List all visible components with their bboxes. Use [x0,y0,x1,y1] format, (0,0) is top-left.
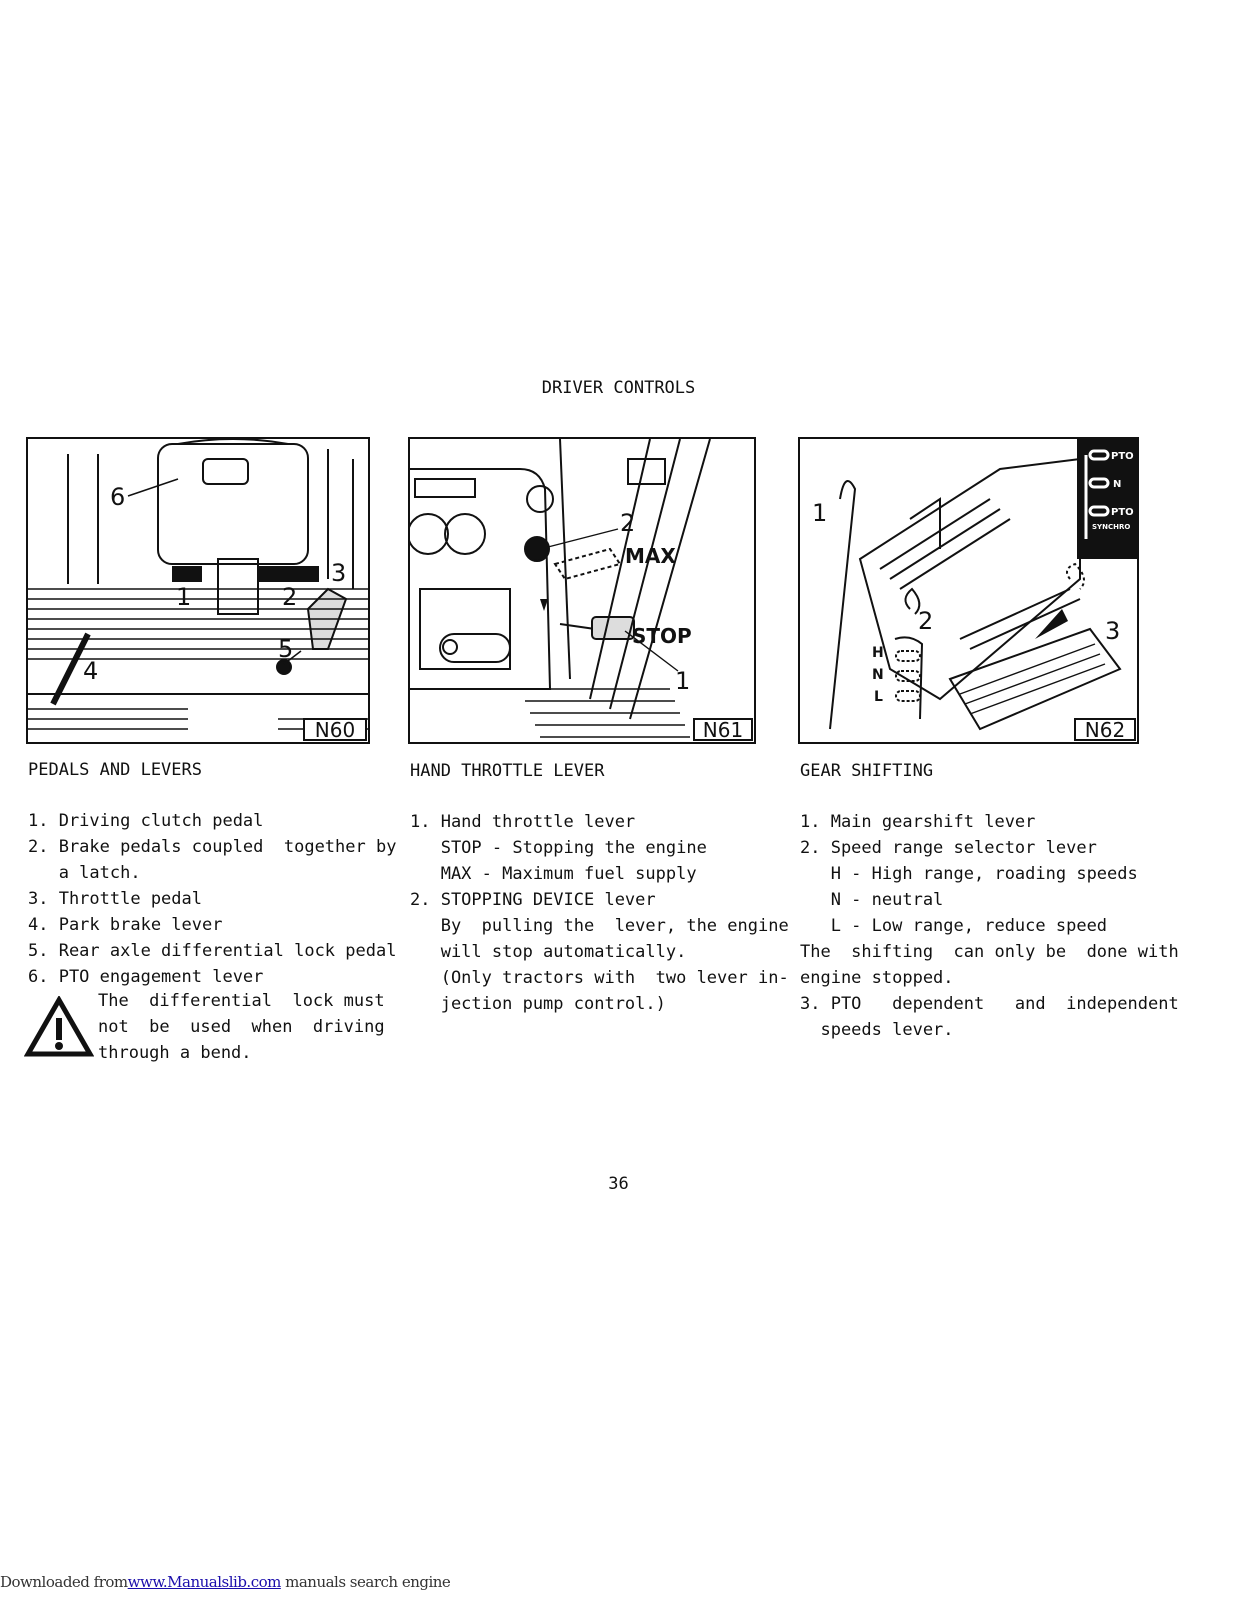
warning-line: through a bend. [98,1043,252,1063]
list-item: 2. STOPPING DEVICE lever [410,890,656,910]
warning-line: The differential lock must [98,991,385,1011]
callout-2: 2 [918,607,933,635]
list-gear-shifting: 1. Main gearshift lever 2. Speed range s… [800,809,1179,1043]
list-item: L - Low range, reduce speed [800,916,1108,936]
list-hand-throttle-lever: 1. Hand throttle lever STOP - Stopping t… [410,809,789,1017]
warning-text: The differential lock must not be used w… [98,988,385,1066]
list-item: 1. Main gearshift lever [800,812,1036,832]
n-label: N [872,667,884,683]
list-item: jection pump control.) [410,994,666,1014]
max-label: MAX [625,544,676,568]
list-item: 5. Rear axle differential lock pedal [28,941,397,961]
callout-6: 6 [110,483,125,511]
footer-prefix: Downloaded from [0,1573,128,1591]
callout-4: 4 [83,657,98,685]
list-item: 2. Speed range selector lever [800,838,1097,858]
list-item: N - neutral [800,890,944,910]
figure-gear-shifting: PTO N PTO SYNCHRO 1 2 3 H N L N62 [798,437,1139,744]
callout-1: 1 [675,667,690,695]
figure-label: N60 [315,718,355,742]
list-item: 1. Driving clutch pedal [28,811,264,831]
callout-2: 2 [282,583,297,611]
page-number: 36 [608,1174,629,1194]
callout-3: 3 [331,559,346,587]
list-item: 1. Hand throttle lever [410,812,636,832]
stop-label: STOP [632,624,692,648]
caption-hand-throttle-lever: HAND THROTTLE LEVER [410,761,605,781]
pedals-illustration: 1 2 3 4 5 6 N60 [28,439,368,742]
throttle-illustration: 2 MAX STOP 1 N61 [410,439,753,742]
list-item: 2. Brake pedals coupled together by [28,837,397,857]
warning-line: not be used when driving [98,1017,385,1037]
manualslib-link[interactable]: www.Manualslib.com [127,1573,282,1591]
list-item: (Only tractors with two lever in- [410,968,789,988]
list-item: By pulling the lever, the engine [410,916,789,936]
footer-suffix: manuals search engine [280,1573,451,1591]
figure-label: N62 [1085,718,1125,742]
synchro-label: SYNCHRO [1092,523,1130,531]
callout-2: 2 [620,509,635,537]
l-label: L [874,689,883,705]
figure-pedals-and-levers: 1 2 3 4 5 6 N60 [26,437,370,744]
list-item: MAX - Maximum fuel supply [410,864,697,884]
footer: Downloaded fromwww.Manualslib.com manual… [0,1573,451,1591]
list-pedals-and-levers: 1. Driving clutch pedal 2. Brake pedals … [28,808,396,990]
page-title: DRIVER CONTROLS [541,378,696,398]
list-item: The shifting can only be done with [800,942,1179,962]
h-label: H [872,645,884,661]
pto-label: PTO [1111,451,1134,462]
n-label: N [1113,479,1121,490]
callout-3: 3 [1105,617,1120,645]
callout-1: 1 [176,583,191,611]
caption-pedals-and-levers: PEDALS AND LEVERS [28,760,202,780]
pto-label: PTO [1111,507,1134,518]
list-item: 4. Park brake lever [28,915,223,935]
list-item: 3. PTO dependent and independent [800,994,1179,1014]
figure-label: N61 [703,718,743,742]
list-item: a latch. [28,863,141,883]
list-item: H - High range, roading speeds [800,864,1138,884]
list-item: speeds lever. [800,1020,954,1040]
list-item: engine stopped. [800,968,954,988]
caption-gear-shifting: GEAR SHIFTING [800,761,934,781]
list-item: 3. Throttle pedal [28,889,202,909]
warning-triangle-icon [23,994,95,1062]
figure-hand-throttle-lever: 2 MAX STOP 1 N61 [408,437,756,744]
callout-1: 1 [812,499,827,527]
gearshift-illustration: PTO N PTO SYNCHRO 1 2 3 H N L N62 [812,439,1137,742]
callout-5: 5 [278,635,293,663]
list-item: 6. PTO engagement lever [28,967,264,987]
list-item: STOP - Stopping the engine [410,838,707,858]
list-item: will stop automatically. [410,942,687,962]
